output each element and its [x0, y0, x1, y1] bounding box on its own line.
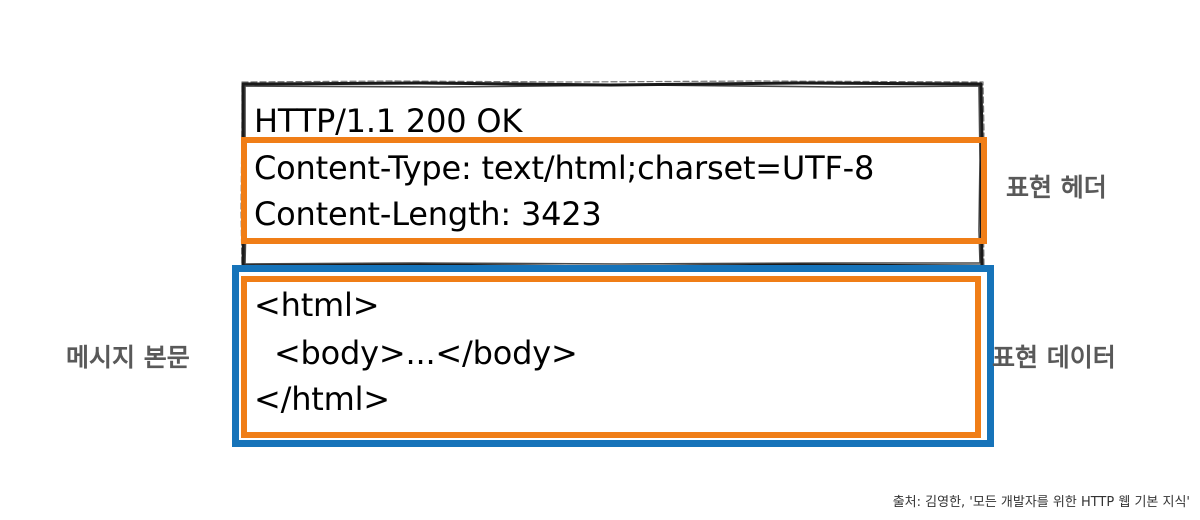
representation-header-label: 표현 헤더 — [1006, 173, 1107, 202]
representation-data-label: 표현 데이터 — [992, 343, 1116, 372]
content-type-header: Content-Type: text/html;charset=UTF-8 — [254, 149, 875, 187]
body-body-element: <body>...</body> — [254, 334, 578, 372]
body-html-open: <html> — [254, 286, 380, 324]
status-line: HTTP/1.1 200 OK — [254, 102, 523, 140]
content-length-header: Content-Length: 3423 — [254, 195, 602, 233]
message-body-box — [232, 265, 994, 447]
representation-data-box — [241, 276, 981, 438]
representation-header-box — [241, 137, 987, 244]
message-body-label: 메시지 본문 — [66, 343, 190, 372]
body-html-close: </html> — [254, 380, 390, 418]
source-credit: 출처: 김영한, '모든 개발자를 위한 HTTP 웹 기본 지식' — [892, 495, 1190, 510]
